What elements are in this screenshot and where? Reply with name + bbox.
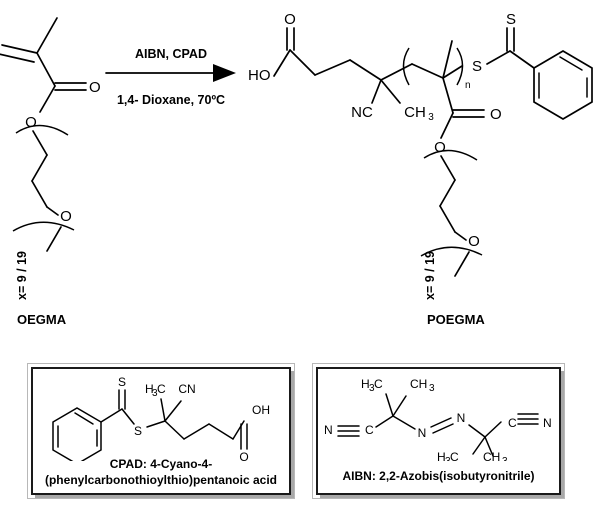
- aibn-methyl-h3c-bottom-subscript: 3: [445, 456, 451, 461]
- poegma-methyl-label: CH: [404, 104, 426, 121]
- poegma-ester-oxygen-label: O: [434, 139, 446, 156]
- aibn-methyl-ch3-bottom-subscript: 3: [502, 456, 508, 461]
- aibn-nitrile-left-nitrogen-label: N: [324, 423, 333, 437]
- aibn-methyl-h3c-subscript: 3: [369, 383, 375, 394]
- aibn-methyl-h3c-carbon-label: C: [374, 377, 383, 391]
- poegma-ether-oxygen-label: O: [468, 233, 480, 250]
- aibn-structure-drawing: N C H 3 C CH 3 N N: [324, 377, 552, 461]
- reaction-conditions-below: 1,4- Dioxane, 70ºC: [117, 93, 225, 107]
- reaction-conditions-above: AIBN, CPAD: [135, 47, 207, 61]
- cpad-acid-oxygen-label: O: [239, 450, 248, 461]
- cpad-caption-line1: CPAD: 4-Cyano-4-: [109, 457, 213, 471]
- aibn-azo-nitrogen-2-label: N: [457, 411, 466, 425]
- cpad-methyl-h-label: H: [145, 382, 154, 396]
- cpad-methyl-carbon-label: C: [157, 382, 166, 396]
- main-scheme-drawing: O O O x= 9 / 19 AIBN, CPAD 1: [0, 11, 593, 300]
- poegma-acid-hydroxyl-label: HO: [248, 67, 271, 84]
- aibn-caption-line1: AIBN: 2,2-Azobis(isobutyronitrile): [342, 469, 535, 483]
- aibn-methyl-ch3-top-subscript: 3: [429, 383, 435, 394]
- aibn-methyl-h3c-bottom-carbon-label: C: [450, 450, 459, 461]
- aibn-methyl-h3c-h-label: H: [361, 377, 370, 391]
- poegma-structure: HO O NC CH 3 n: [248, 11, 593, 300]
- poegma-acid-carbonyl-oxygen-label: O: [284, 11, 296, 28]
- arrow-head: [213, 64, 236, 82]
- oegma-carbonyl-oxygen-label: O: [89, 79, 101, 96]
- poegma-ester-carbonyl-oxygen-label: O: [490, 106, 502, 123]
- aibn-nitrile-left-carbon-label: C: [365, 423, 374, 437]
- cpad-thiocarbonyl-sulfur-label: S: [118, 375, 126, 389]
- cpad-phenyl-ring: [52, 407, 102, 461]
- poegma-thioether-sulfur-label: S: [472, 58, 482, 75]
- reaction-arrow-group: AIBN, CPAD 1,4- Dioxane, 70ºC: [105, 47, 236, 107]
- oegma-ether-oxygen-label: O: [60, 208, 72, 225]
- cpad-structure-drawing: S S H 3 C CN OH: [52, 375, 270, 461]
- aibn-inset-box: N C H 3 C CH 3 N N: [312, 363, 565, 499]
- aibn-nitrile-right-carbon-label: C: [508, 416, 517, 430]
- cpad-caption-line2: (phenylcarbonothioylthio)pentanoic acid: [44, 473, 277, 487]
- oegma-repeat-count-label: x= 9 / 19: [15, 251, 29, 300]
- poegma-repeat-count-label: x= 9 / 19: [423, 251, 437, 300]
- poegma-thiocarbonyl-sulfur-label: S: [506, 11, 516, 28]
- aibn-azo-nitrogen-1-label: N: [418, 426, 427, 440]
- cpad-inset-box: S S H 3 C CN OH: [27, 363, 295, 499]
- cpad-nitrile-label: CN: [178, 382, 195, 396]
- oegma-structure: O O O x= 9 / 19: [0, 17, 101, 300]
- aibn-methyl-ch3-top-label: CH: [410, 377, 427, 391]
- oegma-name-label: OEGMA: [17, 312, 67, 327]
- poegma-methyl-subscript: 3: [428, 112, 434, 123]
- poegma-nitrile-label: NC: [351, 104, 373, 121]
- poegma-name-label: POEGMA: [427, 312, 485, 327]
- cpad-acid-hydroxyl-label: OH: [252, 403, 270, 417]
- poegma-phenyl-ring: [533, 50, 593, 120]
- poegma-degree-of-polymerization-label: n: [465, 80, 471, 91]
- aibn-methyl-h3c-bottom-h-label: H: [437, 450, 446, 461]
- oegma-ester-oxygen-label: O: [25, 114, 37, 131]
- cpad-thioether-sulfur-label: S: [134, 424, 142, 438]
- aibn-nitrile-right-nitrogen-label: N: [543, 416, 552, 430]
- cpad-methyl-subscript: 3: [152, 388, 158, 399]
- aibn-methyl-ch3-bottom-label: CH: [483, 450, 500, 461]
